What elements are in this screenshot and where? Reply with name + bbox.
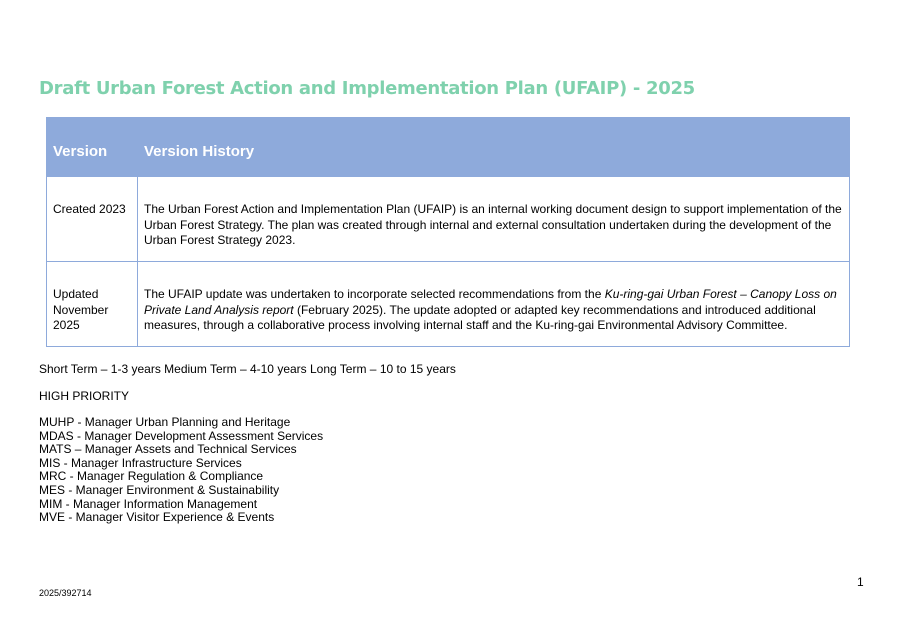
table-header-row: Version Version History [46, 117, 850, 177]
list-item: MDAS - Manager Development Assessment Se… [39, 428, 324, 443]
history-cell: The UFAIP update was undertaken to incor… [137, 261, 850, 347]
list-item: MRC - Manager Regulation & Compliance [39, 469, 264, 484]
history-cell: The Urban Forest Action and Implementati… [137, 176, 850, 262]
list-item: MATS – Manager Assets and Technical Serv… [39, 442, 297, 457]
version-history-table: Version Version History Created 2023 The… [46, 117, 850, 347]
priority-label: HIGH PRIORITY [39, 389, 130, 403]
header-version: Version [46, 117, 138, 177]
list-item: MVE - Manager Visitor Experience & Event… [39, 510, 275, 525]
manager-abbreviation-list: MUHP - Manager Urban Planning and Herita… [39, 415, 324, 525]
list-item: MES - Manager Environment & Sustainabili… [39, 482, 280, 497]
history-text: The Urban Forest Action and Implementati… [144, 202, 842, 247]
report-title: Ku-ring-gai Urban Forest – Canopy Loss o… [144, 287, 837, 317]
document-title: Draft Urban Forest Action and Implementa… [39, 78, 695, 99]
list-item: MUHP - Manager Urban Planning and Herita… [39, 415, 291, 429]
version-cell: Created 2023 [46, 176, 138, 262]
table-row: Updated November 2025 The UFAIP update w… [46, 261, 850, 347]
history-text: The UFAIP update was undertaken to incor… [144, 287, 605, 301]
list-item: MIM - Manager Information Management [39, 496, 258, 511]
header-version-history: Version History [137, 117, 850, 177]
document-id: 2025/392714 [39, 588, 92, 598]
version-text: Updated November 2025 [53, 287, 109, 332]
list-item: MIS - Manager Infrastructure Services [39, 455, 242, 470]
table-row: Created 2023 The Urban Forest Action and… [46, 176, 850, 262]
page-number: 1 [857, 575, 864, 589]
history-text: (February 2025). The update adopted or a… [144, 302, 816, 333]
term-definitions: Short Term – 1-3 years Medium Term – 4-1… [39, 362, 456, 376]
version-cell: Updated November 2025 [46, 261, 138, 347]
